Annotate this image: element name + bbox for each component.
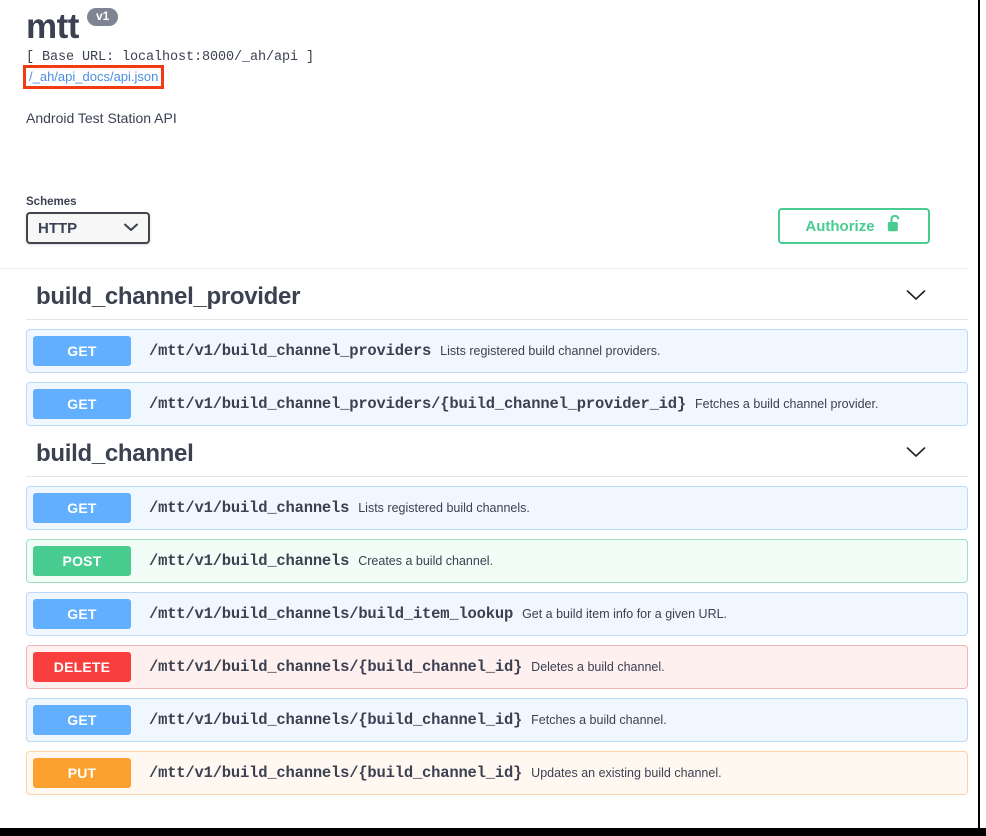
chevron-down-icon[interactable] xyxy=(906,288,926,306)
red-annotation-box: /_ah/api_docs/api.json xyxy=(22,65,165,89)
api-title-row: mtt v1 xyxy=(26,6,968,48)
operation-summary: Creates a build channel. xyxy=(358,554,494,568)
chevron-down-icon[interactable] xyxy=(906,445,926,463)
http-method-badge: GET xyxy=(33,599,131,629)
operation-summary: Fetches a build channel provider. xyxy=(695,397,879,411)
operation-path: /mtt/v1/build_channels xyxy=(149,499,350,517)
operation-path: /mtt/v1/build_channels/{build_channel_id… xyxy=(149,658,523,676)
chevron-down-icon xyxy=(124,219,138,237)
api-version-badge: v1 xyxy=(86,8,119,26)
operation-list: GET /mtt/v1/build_channel_providers List… xyxy=(26,329,968,426)
schemes-block: Schemes HTTP xyxy=(26,196,150,244)
operation-summary: Updates an existing build channel. xyxy=(531,766,722,780)
tag-header-build-channel-provider[interactable]: build_channel_provider xyxy=(26,269,968,320)
authorize-button-label: Authorize xyxy=(805,217,875,235)
operation-summary: Get a build item info for a given URL. xyxy=(522,607,728,621)
spec-link-wrapper: /_ah/api_docs/api.json xyxy=(22,65,968,89)
table-row[interactable]: POST /mtt/v1/build_channels Creates a bu… xyxy=(26,539,968,583)
api-info: mtt v1 [ Base URL: localhost:8000/_ah/ap… xyxy=(0,0,968,140)
schemes-label: Schemes xyxy=(26,196,77,208)
table-row[interactable]: GET /mtt/v1/build_channels/{build_channe… xyxy=(26,698,968,742)
operation-summary: Lists registered build channel providers… xyxy=(440,344,661,358)
table-row[interactable]: GET /mtt/v1/build_channels Lists registe… xyxy=(26,486,968,530)
http-method-badge: GET xyxy=(33,389,131,419)
api-spec-link[interactable]: /_ah/api_docs/api.json xyxy=(29,69,159,84)
http-method-badge: GET xyxy=(33,493,131,523)
tag-name: build_channel_provider xyxy=(36,283,301,310)
operation-summary: Lists registered build channels. xyxy=(358,501,530,515)
table-row[interactable]: GET /mtt/v1/build_channels/build_item_lo… xyxy=(26,592,968,636)
schemes-selected-value: HTTP xyxy=(38,219,78,237)
http-method-badge: PUT xyxy=(33,758,131,788)
operation-path: /mtt/v1/build_channels/{build_channel_id… xyxy=(149,764,523,782)
window-right-edge xyxy=(978,0,986,836)
http-method-badge: GET xyxy=(33,336,131,366)
operation-path: /mtt/v1/build_channel_providers xyxy=(149,342,432,360)
operation-path: /mtt/v1/build_channels/build_item_lookup xyxy=(149,605,514,623)
table-row[interactable]: PUT /mtt/v1/build_channels/{build_channe… xyxy=(26,751,968,795)
http-method-badge: POST xyxy=(33,546,131,576)
api-description: Android Test Station API xyxy=(26,110,177,126)
table-row[interactable]: GET /mtt/v1/build_channel_providers List… xyxy=(26,329,968,373)
table-row[interactable]: GET /mtt/v1/build_channel_providers/{bui… xyxy=(26,382,968,426)
operation-list: GET /mtt/v1/build_channels Lists registe… xyxy=(26,486,968,795)
tag-section-build-channel: build_channel GET /mtt/v1/build_channels… xyxy=(0,426,978,795)
http-method-badge: DELETE xyxy=(33,652,131,682)
tag-section-build-channel-provider: build_channel_provider GET /mtt/v1/build… xyxy=(0,269,978,426)
unlock-icon xyxy=(887,214,903,238)
operations-container: build_channel_provider GET /mtt/v1/build… xyxy=(0,269,978,795)
operation-path: /mtt/v1/build_channels xyxy=(149,552,350,570)
window-bottom-bar xyxy=(0,828,986,836)
operation-summary: Fetches a build channel. xyxy=(531,713,667,727)
page-title: mtt xyxy=(26,7,79,46)
http-method-badge: GET xyxy=(33,705,131,735)
operation-summary: Deletes a build channel. xyxy=(531,660,665,674)
operation-path: /mtt/v1/build_channel_providers/{build_c… xyxy=(149,395,686,413)
schemes-authorize-row: Schemes HTTP Authorize xyxy=(0,196,968,268)
api-information-block: mtt v1 [ Base URL: localhost:8000/_ah/ap… xyxy=(0,0,968,269)
table-row[interactable]: DELETE /mtt/v1/build_channels/{build_cha… xyxy=(26,645,968,689)
tag-header-build-channel[interactable]: build_channel xyxy=(26,426,968,477)
operation-path: /mtt/v1/build_channels/{build_channel_id… xyxy=(149,711,523,729)
tag-name: build_channel xyxy=(36,440,194,467)
base-url-text: [ Base URL: localhost:8000/_ah/api ] xyxy=(26,50,315,65)
schemes-select[interactable]: HTTP xyxy=(26,212,150,244)
authorize-button[interactable]: Authorize xyxy=(778,208,930,244)
